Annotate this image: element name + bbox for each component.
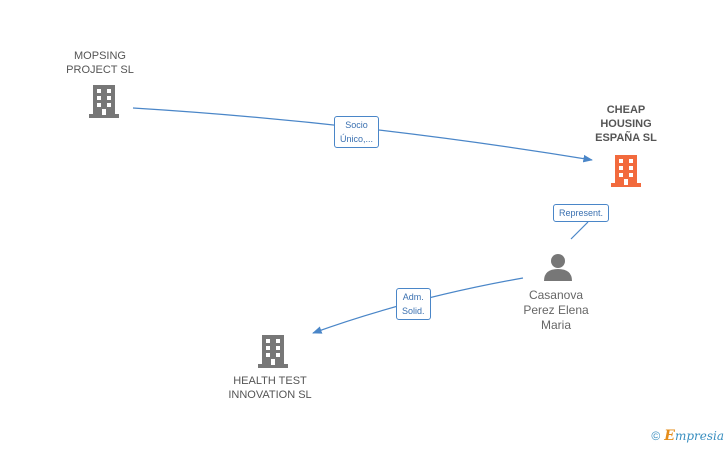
brand-footer: ©Empresia [651,428,724,444]
building-icon [89,85,119,118]
node-label-cheap-housing[interactable]: CHEAP HOUSING ESPAÑA SL [595,104,657,144]
edge-label-socio: Socio Único,... [334,116,380,148]
copyright-symbol: © [651,429,661,443]
person-icon [544,254,572,281]
edge-label-adm: Adm. Solid. [396,288,431,320]
node-label-health-test[interactable]: HEALTH TEST INNOVATION SL [228,375,312,401]
node-label-casanova[interactable]: Casanova Perez Elena Maria [523,288,589,332]
brand-logo-text: mpresia [674,429,724,443]
building-icon [611,155,641,187]
edge-label-represent: Represent. [553,204,610,222]
edge-represent-line [570,221,589,240]
brand-logo-initial: E [664,428,675,444]
node-label-mopsing[interactable]: MOPSING PROJECT SL [66,50,134,76]
building-icon [258,335,288,368]
